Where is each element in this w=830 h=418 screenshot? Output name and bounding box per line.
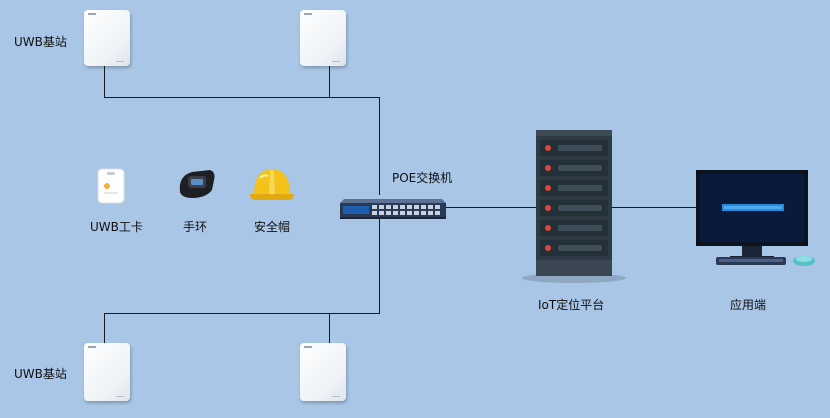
- wristband-icon: [179, 170, 215, 198]
- link-top-stations-bus: [104, 97, 380, 98]
- link-top-left-drop: [104, 66, 105, 98]
- uwb-station-icon: [84, 343, 130, 401]
- keyboard-icon: [716, 257, 786, 265]
- label-uwb-station-top: UWB基站: [14, 35, 67, 49]
- link-switch-to-server: [444, 207, 536, 208]
- link-bottom-left-drop: [104, 313, 105, 343]
- link-top-right-drop: [329, 66, 330, 98]
- label-iot-platform: IoT定位平台: [538, 298, 605, 312]
- server-rack-icon: [522, 130, 626, 283]
- link-bottom-stations-bus: [104, 313, 380, 314]
- label-uwb-card: UWB工卡: [90, 220, 143, 234]
- link-server-to-monitor: [609, 207, 699, 208]
- monitor-icon: [696, 170, 808, 260]
- link-switch-to-bottom: [379, 218, 380, 314]
- uwb-station-icon: [84, 10, 130, 66]
- link-bottom-right-drop: [329, 313, 330, 343]
- poe-switch-icon: [340, 199, 446, 219]
- label-uwb-station-bottom: UWB基站: [14, 367, 67, 381]
- link-top-to-switch: [379, 97, 380, 195]
- label-poe-switch: POE交换机: [392, 171, 453, 185]
- uwb-station-icon: [300, 343, 346, 401]
- mouse-icon: [793, 256, 815, 266]
- uwb-station-icon: [300, 10, 346, 66]
- uwb-card-icon: [97, 168, 125, 204]
- label-app-client: 应用端: [730, 298, 767, 312]
- label-helmet: 安全帽: [254, 220, 291, 234]
- helmet-icon: [250, 169, 294, 200]
- label-wristband: 手环: [183, 220, 208, 234]
